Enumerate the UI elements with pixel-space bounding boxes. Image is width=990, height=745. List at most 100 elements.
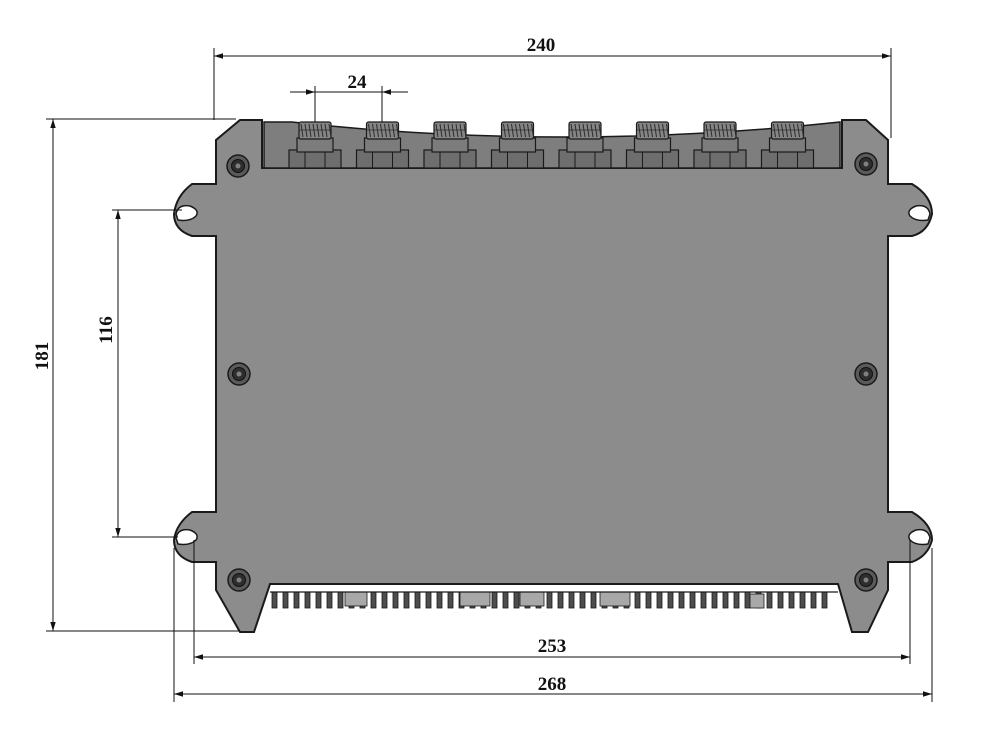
fin xyxy=(689,591,696,609)
knurl-line xyxy=(717,123,721,138)
knurl-line xyxy=(777,123,780,138)
knurl-line xyxy=(511,123,514,138)
slot-left-upper xyxy=(175,204,198,222)
knurl-line xyxy=(527,123,530,138)
screw-center xyxy=(236,371,242,377)
knurl-line xyxy=(713,123,717,138)
fin xyxy=(315,591,322,609)
fin xyxy=(546,591,553,609)
fin xyxy=(425,591,432,609)
knurl-line xyxy=(733,123,737,138)
screw-1 xyxy=(226,154,250,178)
slot-right-upper xyxy=(908,204,931,222)
dim-label-240: 240 xyxy=(527,35,556,56)
knurl-line xyxy=(725,123,729,138)
fin xyxy=(491,591,498,609)
knurl-line xyxy=(435,123,439,138)
knurl-line xyxy=(388,123,391,138)
knurl-line xyxy=(455,123,459,138)
knurl-line xyxy=(654,123,657,138)
knurl-line xyxy=(507,123,510,138)
knurl-line xyxy=(709,123,713,138)
connector-row xyxy=(288,121,815,169)
knurl-line xyxy=(443,123,447,138)
fin xyxy=(678,591,685,609)
slot-left-lower xyxy=(175,528,198,546)
housing-outline xyxy=(172,119,934,633)
screw-2 xyxy=(854,152,878,176)
knurl-line xyxy=(519,123,522,138)
fin xyxy=(799,591,806,609)
knurl-line xyxy=(300,123,304,138)
connector-1 xyxy=(288,121,342,169)
knurl-line xyxy=(797,123,800,138)
bottom-port xyxy=(599,591,631,607)
knurl-line xyxy=(570,123,574,138)
cooling-fins xyxy=(270,591,838,609)
knurl-line xyxy=(384,123,387,138)
fin xyxy=(634,591,641,609)
bottom-port xyxy=(459,591,491,607)
screw-4 xyxy=(854,362,878,386)
knurl-line xyxy=(785,123,788,138)
fin xyxy=(502,591,509,609)
fin xyxy=(293,591,300,609)
knurl-line xyxy=(503,123,506,138)
knurl-line xyxy=(642,123,645,138)
dim-label-268: 268 xyxy=(538,674,567,695)
enclosure-body xyxy=(172,119,934,633)
connector-base xyxy=(760,149,815,169)
dim-label-181: 181 xyxy=(32,342,53,371)
knurl-line xyxy=(308,123,312,138)
knurl-line xyxy=(531,123,534,138)
knurl-line xyxy=(801,123,804,138)
screw-center xyxy=(863,371,869,377)
slot-right-lower xyxy=(908,528,931,546)
screw-6 xyxy=(854,568,878,592)
knurl-line xyxy=(392,123,395,138)
knurl-line xyxy=(590,123,594,138)
knurl-line xyxy=(586,123,590,138)
knurl-line xyxy=(574,123,578,138)
knurl-line xyxy=(372,123,375,138)
fin xyxy=(326,591,333,609)
knurl-line xyxy=(451,123,455,138)
bottom-port xyxy=(519,591,545,607)
fin xyxy=(414,591,421,609)
knurl-line xyxy=(316,123,320,138)
knurl-line xyxy=(705,123,709,138)
fin xyxy=(590,591,597,609)
connector-base xyxy=(558,149,612,169)
knurl-line xyxy=(658,123,661,138)
connector-shoulder xyxy=(566,137,604,153)
knurl-line xyxy=(324,123,328,138)
dim-label-116: 116 xyxy=(96,316,117,343)
knurl-line xyxy=(396,123,399,138)
fin xyxy=(700,591,707,609)
connector-base xyxy=(355,149,410,169)
knurl-line xyxy=(582,123,586,138)
fin xyxy=(744,591,751,609)
fin xyxy=(733,591,740,609)
knurl-line xyxy=(376,123,379,138)
knurl-line xyxy=(650,123,653,138)
fin xyxy=(821,591,828,609)
fin xyxy=(711,591,718,609)
knurl-line xyxy=(662,123,665,138)
connector-base xyxy=(693,149,747,169)
knurl-line xyxy=(594,123,598,138)
connector-base xyxy=(625,149,680,169)
fin xyxy=(777,591,784,609)
knurl-line xyxy=(439,123,443,138)
fin xyxy=(568,591,575,609)
connector-shoulder xyxy=(633,137,672,153)
knurl-line xyxy=(729,123,733,138)
knurl-line xyxy=(515,123,518,138)
knurl-line xyxy=(328,123,332,138)
connector-shoulder xyxy=(363,137,402,153)
screw-group xyxy=(226,152,878,592)
fin xyxy=(271,591,278,609)
knurl-line xyxy=(368,123,371,138)
knurl-line xyxy=(598,123,602,138)
